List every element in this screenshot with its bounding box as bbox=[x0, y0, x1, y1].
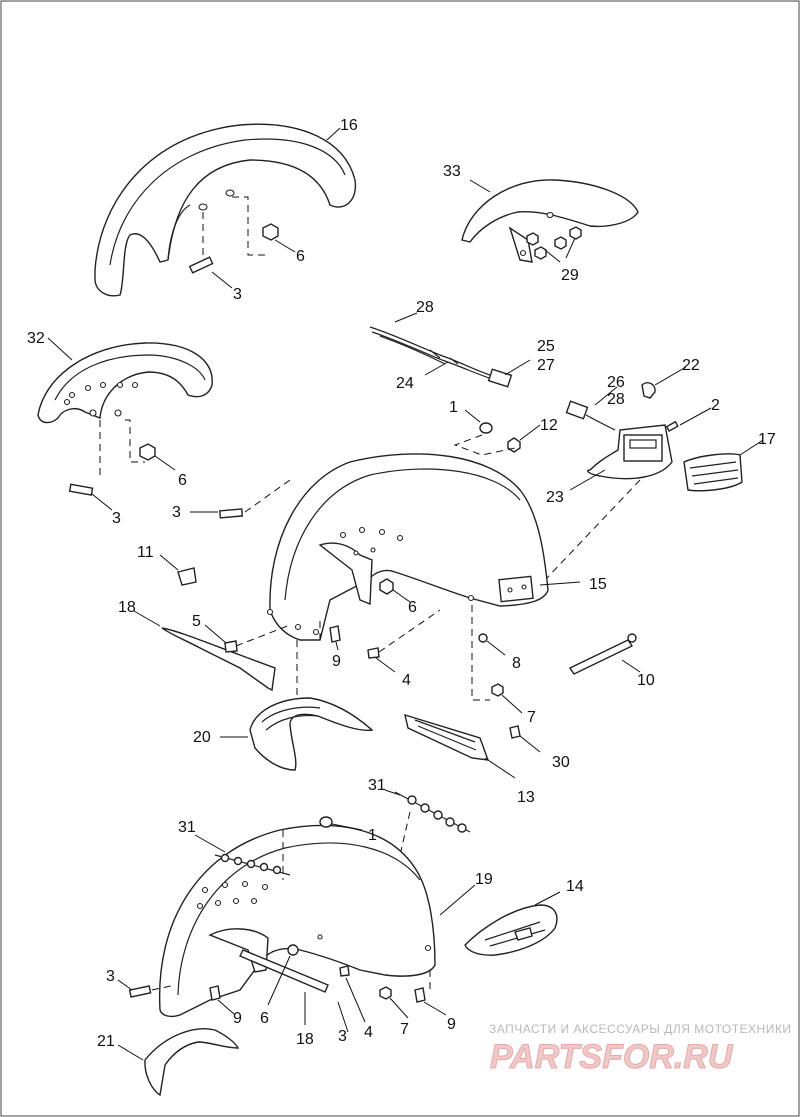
part-7-nut-bottom bbox=[379, 986, 392, 1000]
callout-12: 12 bbox=[540, 417, 558, 434]
part-4-screw-bottom bbox=[339, 965, 350, 977]
callout-18: 18 bbox=[118, 599, 136, 616]
part-18-bottom-rod bbox=[239, 949, 329, 993]
watermark-caption: ЗАПЧАСТИ И АКСЕССУАРЫ ДЛЯ МОТОТЕХНИКИ bbox=[489, 1022, 791, 1036]
callout-1: 1 bbox=[368, 827, 377, 844]
callout-16: 16 bbox=[340, 117, 358, 134]
callout-15: 15 bbox=[589, 576, 607, 593]
callout-2: 2 bbox=[711, 397, 720, 414]
part-4-screw-middle bbox=[367, 647, 380, 659]
callout-4: 4 bbox=[402, 672, 411, 689]
callout-24: 24 bbox=[396, 375, 414, 392]
callout-33: 33 bbox=[443, 163, 461, 180]
callout-19: 19 bbox=[475, 871, 493, 888]
part-3-bolt-bottom bbox=[128, 985, 152, 998]
callout-31: 31 bbox=[178, 819, 196, 836]
callout-18: 18 bbox=[296, 1031, 314, 1048]
part-6-nut-middle bbox=[379, 578, 394, 595]
callout-3: 3 bbox=[112, 510, 121, 527]
callout-8: 8 bbox=[512, 655, 521, 672]
callout-28: 28 bbox=[607, 391, 625, 408]
callout-31: 31 bbox=[368, 777, 386, 794]
callout-27: 27 bbox=[537, 357, 555, 374]
callout-4: 4 bbox=[364, 1024, 373, 1041]
part-12-nut bbox=[507, 437, 521, 453]
part-14-fender-tip-light bbox=[464, 904, 558, 956]
part-3-bolt-left bbox=[68, 483, 94, 496]
part-21-fender-trim-bottom bbox=[144, 1028, 240, 1097]
part-32-front-fender bbox=[37, 342, 213, 424]
callout-labels: 16 6 3 33 29 32 6 3 28 25 27 24 1 12 26 … bbox=[27, 117, 776, 1050]
part-18-bracket-rod bbox=[161, 627, 276, 692]
part-20-fender-trim bbox=[249, 697, 374, 771]
callout-9: 9 bbox=[447, 1016, 456, 1033]
part-31-emblem-strip bbox=[394, 791, 471, 833]
callout-7: 7 bbox=[400, 1021, 409, 1038]
watermark: ЗАПЧАСТИ И АКСЕССУАРЫ ДЛЯ МОТОТЕХНИКИ PA… bbox=[489, 1022, 791, 1077]
part-1-grommet-bottom bbox=[319, 816, 333, 828]
part-15-rear-fender bbox=[266, 453, 549, 641]
part-26-connector bbox=[565, 400, 616, 431]
callout-5: 5 bbox=[192, 613, 201, 630]
callout-13: 13 bbox=[517, 789, 535, 806]
callout-7: 7 bbox=[527, 709, 536, 726]
callout-32: 32 bbox=[27, 330, 45, 347]
watermark-brand: PARTSFOR.RU bbox=[490, 1038, 734, 1076]
callout-9: 9 bbox=[233, 1010, 242, 1027]
callout-20: 20 bbox=[193, 729, 211, 746]
callout-10: 10 bbox=[637, 672, 655, 689]
callout-14: 14 bbox=[566, 878, 584, 895]
part-9-clip-middle bbox=[329, 625, 341, 643]
callout-22: 22 bbox=[682, 357, 700, 374]
part-6-nut-bottom bbox=[287, 944, 299, 956]
part-13-nameplate bbox=[404, 713, 490, 761]
callout-25: 25 bbox=[537, 338, 555, 355]
callout-6: 6 bbox=[296, 248, 305, 265]
part-23-tail-lamp-housing bbox=[587, 424, 673, 480]
part-30-clip bbox=[509, 725, 521, 739]
callout-3: 3 bbox=[233, 286, 242, 303]
part-1-grommet-top bbox=[479, 422, 493, 434]
part-16-front-fender bbox=[94, 123, 357, 297]
callout-6: 6 bbox=[408, 599, 417, 616]
part-9-clip-bottom-left bbox=[209, 985, 221, 1001]
part-3-bolt-middle bbox=[219, 508, 244, 519]
callout-29: 29 bbox=[561, 267, 579, 284]
part-3-bolt-top bbox=[188, 256, 214, 274]
part-7-nut-middle bbox=[491, 683, 504, 697]
part-24-wiring-harness bbox=[369, 326, 513, 388]
callout-1: 1 bbox=[449, 399, 458, 416]
part-17-lens bbox=[683, 453, 743, 492]
part-22-bulb bbox=[641, 382, 656, 399]
part-5-screw bbox=[224, 640, 238, 653]
callout-6: 6 bbox=[260, 1010, 269, 1027]
callout-21: 21 bbox=[97, 1033, 115, 1050]
callout-28: 28 bbox=[416, 299, 434, 316]
part-10-cable-tie bbox=[568, 633, 637, 675]
callout-3: 3 bbox=[338, 1028, 347, 1045]
callout-17: 17 bbox=[758, 431, 776, 448]
callout-3: 3 bbox=[106, 968, 115, 985]
part-33-fender-tip bbox=[461, 179, 639, 263]
callout-11: 11 bbox=[137, 544, 154, 561]
callout-26: 26 bbox=[607, 374, 625, 391]
callout-23: 23 bbox=[546, 489, 564, 506]
part-6-nut-top bbox=[262, 223, 279, 241]
callout-30: 30 bbox=[552, 754, 570, 771]
part-6-nut-left bbox=[139, 443, 156, 461]
callout-9: 9 bbox=[332, 653, 341, 670]
part-9-clip-bottom-right bbox=[414, 987, 426, 1003]
part-11-clip bbox=[177, 567, 197, 586]
callout-3: 3 bbox=[172, 504, 181, 521]
part-8-grommet bbox=[478, 633, 488, 643]
part-2-screw bbox=[665, 420, 679, 433]
part-19-rear-fender bbox=[158, 824, 436, 1018]
callout-6: 6 bbox=[178, 472, 187, 489]
